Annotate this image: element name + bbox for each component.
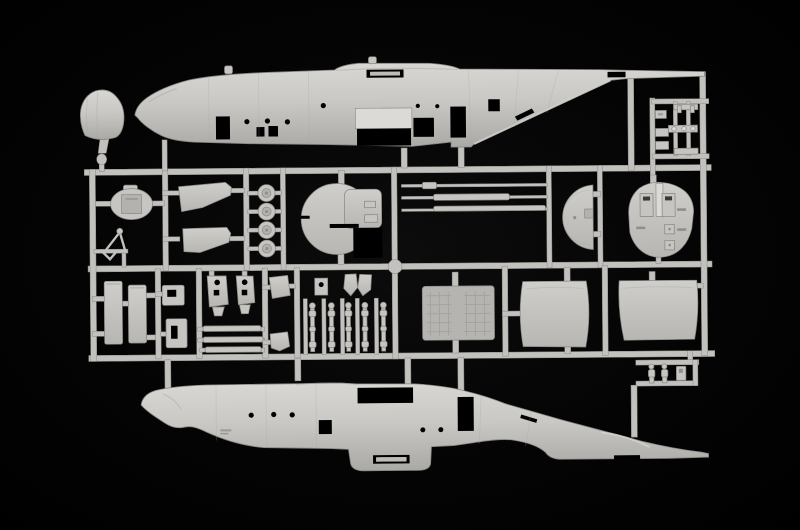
part-fuselage-lower	[140, 382, 709, 472]
part-crew-figures	[648, 363, 687, 384]
sprue-nub	[368, 56, 377, 65]
tail-slot	[614, 455, 641, 460]
ramp-sill-edge	[473, 79, 612, 145]
part-flap-panels	[162, 182, 246, 253]
wing-slot-cutout	[357, 387, 414, 404]
part-door-panel-b	[618, 271, 704, 341]
part-cockpit-bulkhead	[628, 174, 694, 264]
part-rod-set	[401, 181, 548, 212]
ramp-notch	[520, 414, 538, 423]
part-small-brackets	[154, 284, 188, 349]
part-detail-frame	[651, 98, 710, 160]
small-bracket	[676, 365, 687, 381]
oleo-struts	[308, 301, 388, 353]
ramp-notch	[514, 108, 535, 121]
part-corner-plates	[261, 275, 296, 352]
sprue-nub	[224, 65, 233, 75]
crew-figure	[648, 363, 656, 384]
window-cutout	[215, 116, 231, 140]
part-wheel-hubs	[247, 184, 283, 258]
molded-part-number	[220, 429, 232, 432]
tail-slot	[607, 71, 626, 78]
part-door-panel-a	[502, 266, 590, 354]
fin-fillet-edge	[601, 431, 650, 448]
part-flat-bars	[197, 325, 265, 353]
part-cargo-floor	[421, 271, 495, 354]
part-equipment-boxes	[92, 280, 156, 345]
part-hole-plates	[206, 270, 256, 317]
part-oval-dome	[95, 184, 165, 220]
door-recess	[355, 107, 413, 130]
wheel-well-cutout	[356, 128, 412, 146]
crew-figure	[661, 363, 669, 384]
gate-node	[387, 259, 403, 274]
part-half-disc	[562, 184, 602, 250]
part-nose-cone	[79, 89, 125, 140]
part-strut-cluster	[303, 273, 388, 356]
part-bulkhead-disc	[300, 170, 383, 265]
part-antenna-mast	[93, 227, 129, 268]
door-cutout	[457, 396, 474, 432]
part-fuselage-upper	[134, 56, 705, 148]
